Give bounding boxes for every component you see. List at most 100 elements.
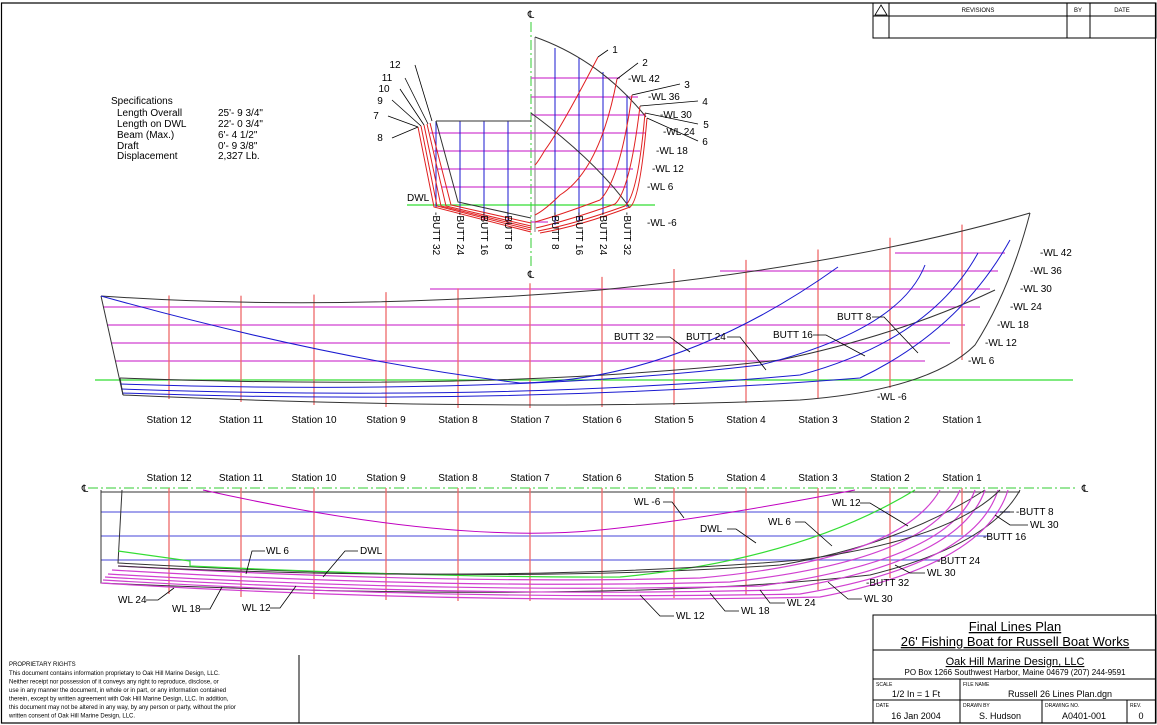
spec-value: 22'- 0 3/4" bbox=[218, 119, 263, 130]
drawn-by-value: S. Hudson bbox=[979, 711, 1021, 721]
spec-label: Displacement bbox=[117, 151, 178, 162]
profile-station-label: Station 5 bbox=[654, 415, 694, 426]
file-name-value: Russell 26 Lines Plan.dgn bbox=[1008, 689, 1112, 699]
plan-label: WL -6 bbox=[634, 497, 661, 508]
profile-waterline-label: -WL 36 bbox=[1030, 266, 1062, 277]
body-station-label: 1 bbox=[612, 45, 618, 56]
plan-label: WL 18 bbox=[741, 606, 770, 617]
plan-station-label: Station 3 bbox=[798, 473, 838, 484]
specs-title: Specifications bbox=[111, 96, 173, 107]
profile-butt-32 bbox=[100, 266, 839, 384]
proprietary-line: use in any manner the document, in whole… bbox=[9, 688, 226, 694]
plan-label: WL 6 bbox=[266, 546, 289, 557]
plan-label: WL 6 bbox=[768, 517, 791, 528]
plan-label: WL 30 bbox=[1030, 520, 1059, 531]
revision-triangle-icon bbox=[874, 4, 888, 16]
spec-value: 2,327 Lb. bbox=[218, 151, 260, 162]
proprietary-line: written consent of Oak Hill Marine Desig… bbox=[8, 714, 135, 720]
body-station-label: 8 bbox=[377, 133, 383, 144]
company-name: Oak Hill Marine Design, LLC bbox=[946, 656, 1085, 668]
body-diagonal bbox=[530, 112, 631, 209]
profile-station-label: Station 2 bbox=[870, 415, 910, 426]
proprietary-line: This document contains information propr… bbox=[9, 671, 220, 677]
body-butt-label: -BUTT 16 bbox=[478, 212, 489, 256]
plan-station-label: Station 7 bbox=[510, 473, 550, 484]
plan-station-label: Station 1 bbox=[942, 473, 982, 484]
plan-label: -BUTT 32 bbox=[866, 578, 910, 589]
body-station-label: 11 bbox=[382, 73, 393, 84]
spec-value: 6'- 4 1/2" bbox=[218, 130, 258, 141]
body-waterline-label: -WL 18 bbox=[656, 146, 688, 157]
drawing-number-value: A0401-001 bbox=[1062, 711, 1106, 721]
spec-label: Length Overall bbox=[117, 108, 182, 119]
profile-station-label: Station 8 bbox=[438, 415, 478, 426]
plan-station-label: Station 6 bbox=[582, 473, 622, 484]
plan-cl-symbol-left: ℄ bbox=[81, 484, 89, 495]
revisions-header: REVISIONS bbox=[962, 8, 995, 14]
profile-waterline-label: -WL 6 bbox=[968, 356, 995, 367]
profile-butt-label: BUTT 24 bbox=[686, 332, 726, 343]
body-waterline-label: -WL -6 bbox=[647, 218, 677, 229]
plan-label: -BUTT 16 bbox=[983, 532, 1027, 543]
spec-label: Draft bbox=[117, 141, 139, 152]
plan-station-label: Station 11 bbox=[219, 473, 264, 484]
centerline-symbol-top: ℄ bbox=[527, 10, 535, 21]
revision-label: REV. bbox=[1130, 703, 1141, 709]
plan-label: -BUTT 8 bbox=[1016, 507, 1054, 518]
date-value: 16 Jan 2004 bbox=[891, 711, 941, 721]
body-butt-label: -BUTT 8 bbox=[502, 212, 513, 250]
profile-waterline-label: -WL 18 bbox=[997, 320, 1029, 331]
plan-cl-symbol-right: ℄ bbox=[1081, 484, 1089, 495]
body-stern-outline bbox=[435, 120, 532, 219]
plan-label: WL 30 bbox=[927, 568, 956, 579]
body-station-label: 4 bbox=[702, 97, 708, 108]
body-butt-label: -BUTT 8 bbox=[549, 212, 560, 250]
drawing-title: Final Lines Plan bbox=[969, 619, 1062, 634]
plan-label: DWL bbox=[700, 524, 723, 535]
plan-station-label: Station 8 bbox=[438, 473, 478, 484]
profile-station-label: Station 11 bbox=[219, 415, 264, 426]
profile-waterline-label: -WL 30 bbox=[1020, 284, 1052, 295]
profile-waterline-label: -WL 24 bbox=[1010, 302, 1042, 313]
revisions-block: REVISIONS BY DATE bbox=[872, 2, 1157, 39]
body-station-label: 7 bbox=[373, 111, 379, 122]
proprietary-title: PROPRIETARY RIGHTS bbox=[9, 662, 76, 668]
profile-butt-label: BUTT 8 bbox=[837, 312, 872, 323]
body-waterline-label: -WL 12 bbox=[652, 164, 684, 175]
revisions-by-header: BY bbox=[1074, 8, 1082, 14]
body-station-label: 3 bbox=[684, 80, 690, 91]
date-label: DATE bbox=[876, 703, 890, 709]
plan-label: WL 12 bbox=[242, 603, 271, 614]
spec-value: 25'- 9 3/4" bbox=[218, 108, 263, 119]
body-waterline-label: -WL 42 bbox=[628, 74, 660, 85]
plan-station-label: Station 2 bbox=[870, 473, 910, 484]
plan-label: WL 18 bbox=[172, 604, 201, 615]
plan-label: -BUTT 24 bbox=[937, 556, 981, 567]
plan-label: WL 24 bbox=[787, 598, 816, 609]
profile-station-label: Station 9 bbox=[366, 415, 406, 426]
title-block: Final Lines Plan 26' Fishing Boat for Ru… bbox=[872, 614, 1157, 724]
profile-station-label: Station 7 bbox=[510, 415, 550, 426]
plan-label: WL 30 bbox=[864, 594, 893, 605]
plan-dwl-curve bbox=[117, 489, 916, 578]
body-sheer-curve bbox=[534, 36, 647, 118]
proprietary-rights: PROPRIETARY RIGHTS This document contains… bbox=[8, 655, 300, 723]
profile-transom bbox=[100, 295, 124, 396]
body-butt-label: -BUTT 32 bbox=[621, 212, 632, 256]
body-butt-label: -BUTT 24 bbox=[597, 212, 608, 256]
profile-butt-label: BUTT 32 bbox=[614, 332, 654, 343]
profile-station-label: Station 4 bbox=[726, 415, 766, 426]
plan-station-label: Station 9 bbox=[366, 473, 406, 484]
drawn-by-label: DRAWN BY bbox=[963, 703, 990, 709]
body-waterline-label: -WL 36 bbox=[648, 92, 680, 103]
profile-station-label: Station 1 bbox=[942, 415, 982, 426]
profile-station-label: Station 10 bbox=[291, 415, 336, 426]
profile-station-label: Station 3 bbox=[798, 415, 838, 426]
spec-label: Beam (Max.) bbox=[117, 130, 174, 141]
plan-label: WL 12 bbox=[676, 611, 705, 622]
